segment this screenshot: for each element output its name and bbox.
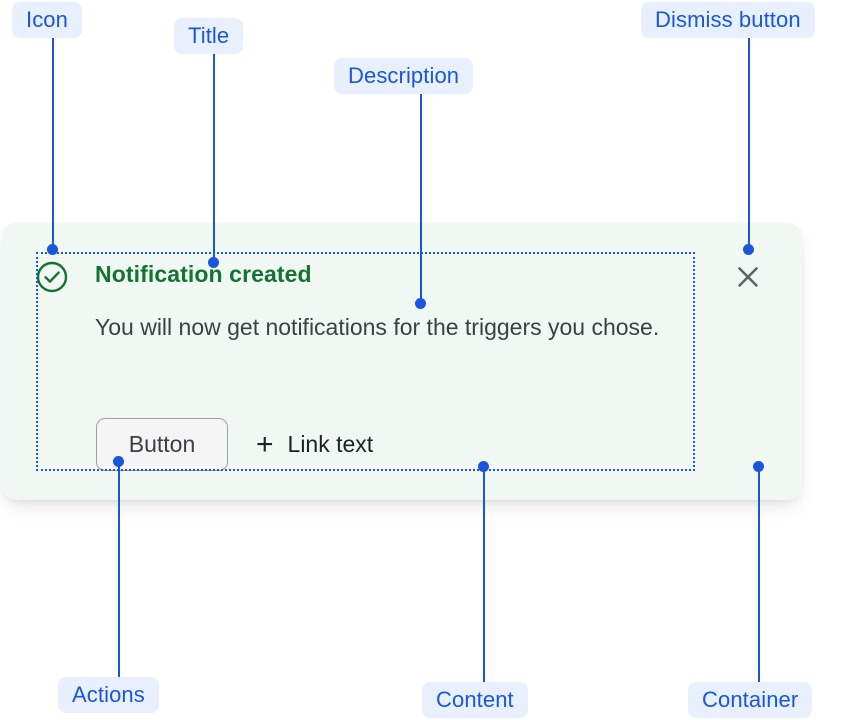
callout-label-content: Content [422, 682, 528, 718]
callout-label-description: Description [334, 58, 474, 94]
notification-description: You will now get notifications for the t… [95, 314, 660, 340]
callout-line-dismiss-button [748, 38, 750, 249]
callout-label-dismiss-button: Dismiss button [641, 2, 815, 38]
callout-label-title: Title [174, 18, 244, 54]
callout-dot-description [415, 298, 426, 309]
plus-icon: + [256, 427, 274, 461]
notification-actions: Button + Link text [96, 418, 373, 471]
callout-line-description [420, 94, 422, 303]
callout-dot-dismiss-button [743, 244, 754, 255]
callout-line-icon [52, 38, 54, 249]
callout-line-container [758, 471, 760, 682]
dismiss-button[interactable] [732, 261, 764, 293]
callout-label-actions: Actions [58, 677, 159, 713]
callout-dot-actions [113, 456, 124, 467]
action-link[interactable]: + Link text [256, 427, 374, 461]
callout-line-title [213, 54, 215, 262]
callout-dot-container [753, 461, 764, 472]
callout-label-icon: Icon [12, 2, 82, 38]
notification-title: Notification created [95, 261, 312, 287]
action-link-label: Link text [287, 431, 374, 457]
callout-label-container: Container [688, 682, 813, 718]
callout-line-content [483, 471, 485, 682]
callout-line-actions [118, 466, 120, 677]
callout-dot-title [208, 257, 219, 268]
callout-dot-content [478, 461, 489, 472]
callout-dot-icon [47, 244, 58, 255]
success-check-circle-icon [36, 261, 68, 293]
